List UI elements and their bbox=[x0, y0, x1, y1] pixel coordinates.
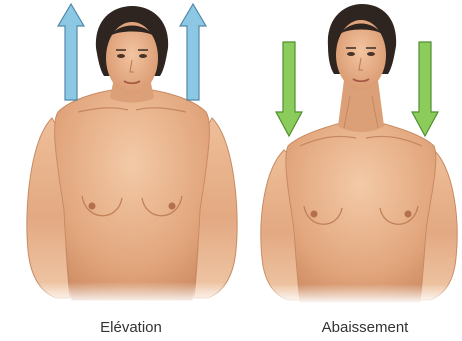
arrow-up-right bbox=[180, 4, 206, 100]
arrow-down-left bbox=[276, 42, 302, 136]
label-depression: Abaissement bbox=[322, 319, 410, 336]
arrow-up-left bbox=[58, 4, 84, 100]
arrow-down-right bbox=[412, 42, 438, 136]
figure-elevation bbox=[20, 6, 250, 304]
torso bbox=[55, 90, 210, 300]
label-elevation: Elévation bbox=[100, 319, 162, 336]
torso bbox=[286, 122, 436, 302]
